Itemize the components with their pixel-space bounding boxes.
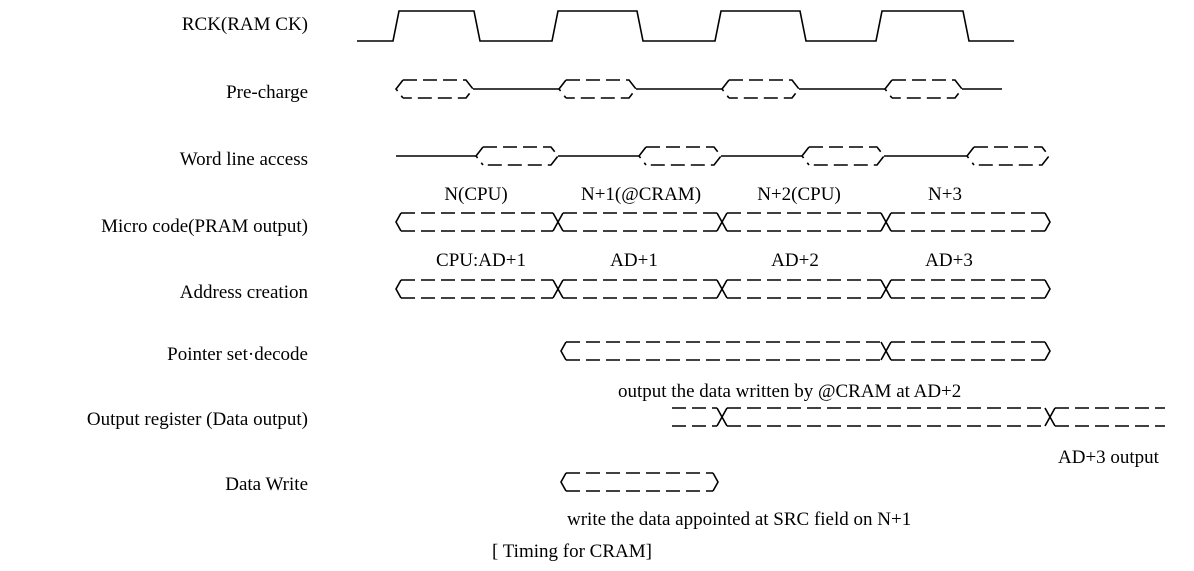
address-slot-label: AD+2 (771, 250, 819, 271)
microcode-label: Micro code(PRAM output) (101, 216, 308, 237)
address-slot-label: AD+1 (610, 250, 658, 271)
rck-clock-wave (357, 10, 1014, 42)
signal-labels: RCK(RAM CK) Pre-charge Word line access … (87, 14, 309, 495)
data-write-label: Data Write (225, 474, 308, 495)
address-label: Address creation (180, 282, 309, 303)
microcode-slot-labels: N(CPU) N+1(@CRAM) N+2(CPU) N+3 (444, 184, 962, 205)
microcode-slot-label: N+3 (928, 184, 962, 205)
ad3-output-note: AD+3 output (1058, 447, 1160, 468)
address-wave (395, 279, 1051, 299)
microcode-wave (395, 212, 1051, 232)
output-register-label: Output register (Data output) (87, 409, 308, 430)
data-write-wave (560, 472, 719, 492)
microcode-slot-label: N+1(@CRAM) (581, 184, 701, 205)
precharge-label: Pre-charge (226, 82, 308, 103)
pointer-wave (560, 341, 1051, 361)
data-write-note: write the data appointed at SRC field on… (567, 509, 911, 530)
wordline-wave (396, 146, 1051, 166)
pointer-output-note: output the data written by @CRAM at AD+2 (618, 381, 961, 402)
precharge-wave (394, 79, 1002, 99)
address-slot-label: CPU:AD+1 (436, 250, 526, 271)
address-slot-labels: CPU:AD+1 AD+1 AD+2 AD+3 (436, 250, 973, 271)
wordline-label: Word line access (180, 149, 308, 170)
microcode-slot-label: N+2(CPU) (757, 184, 841, 205)
figure-caption: [ Timing for CRAM] (492, 541, 652, 562)
waveforms (357, 10, 1165, 492)
address-slot-label: AD+3 (925, 250, 973, 271)
output-register-wave (672, 407, 1165, 427)
microcode-slot-label: N(CPU) (444, 184, 507, 205)
rck-label: RCK(RAM CK) (182, 14, 308, 35)
pointer-label: Pointer set·decode (167, 344, 308, 365)
